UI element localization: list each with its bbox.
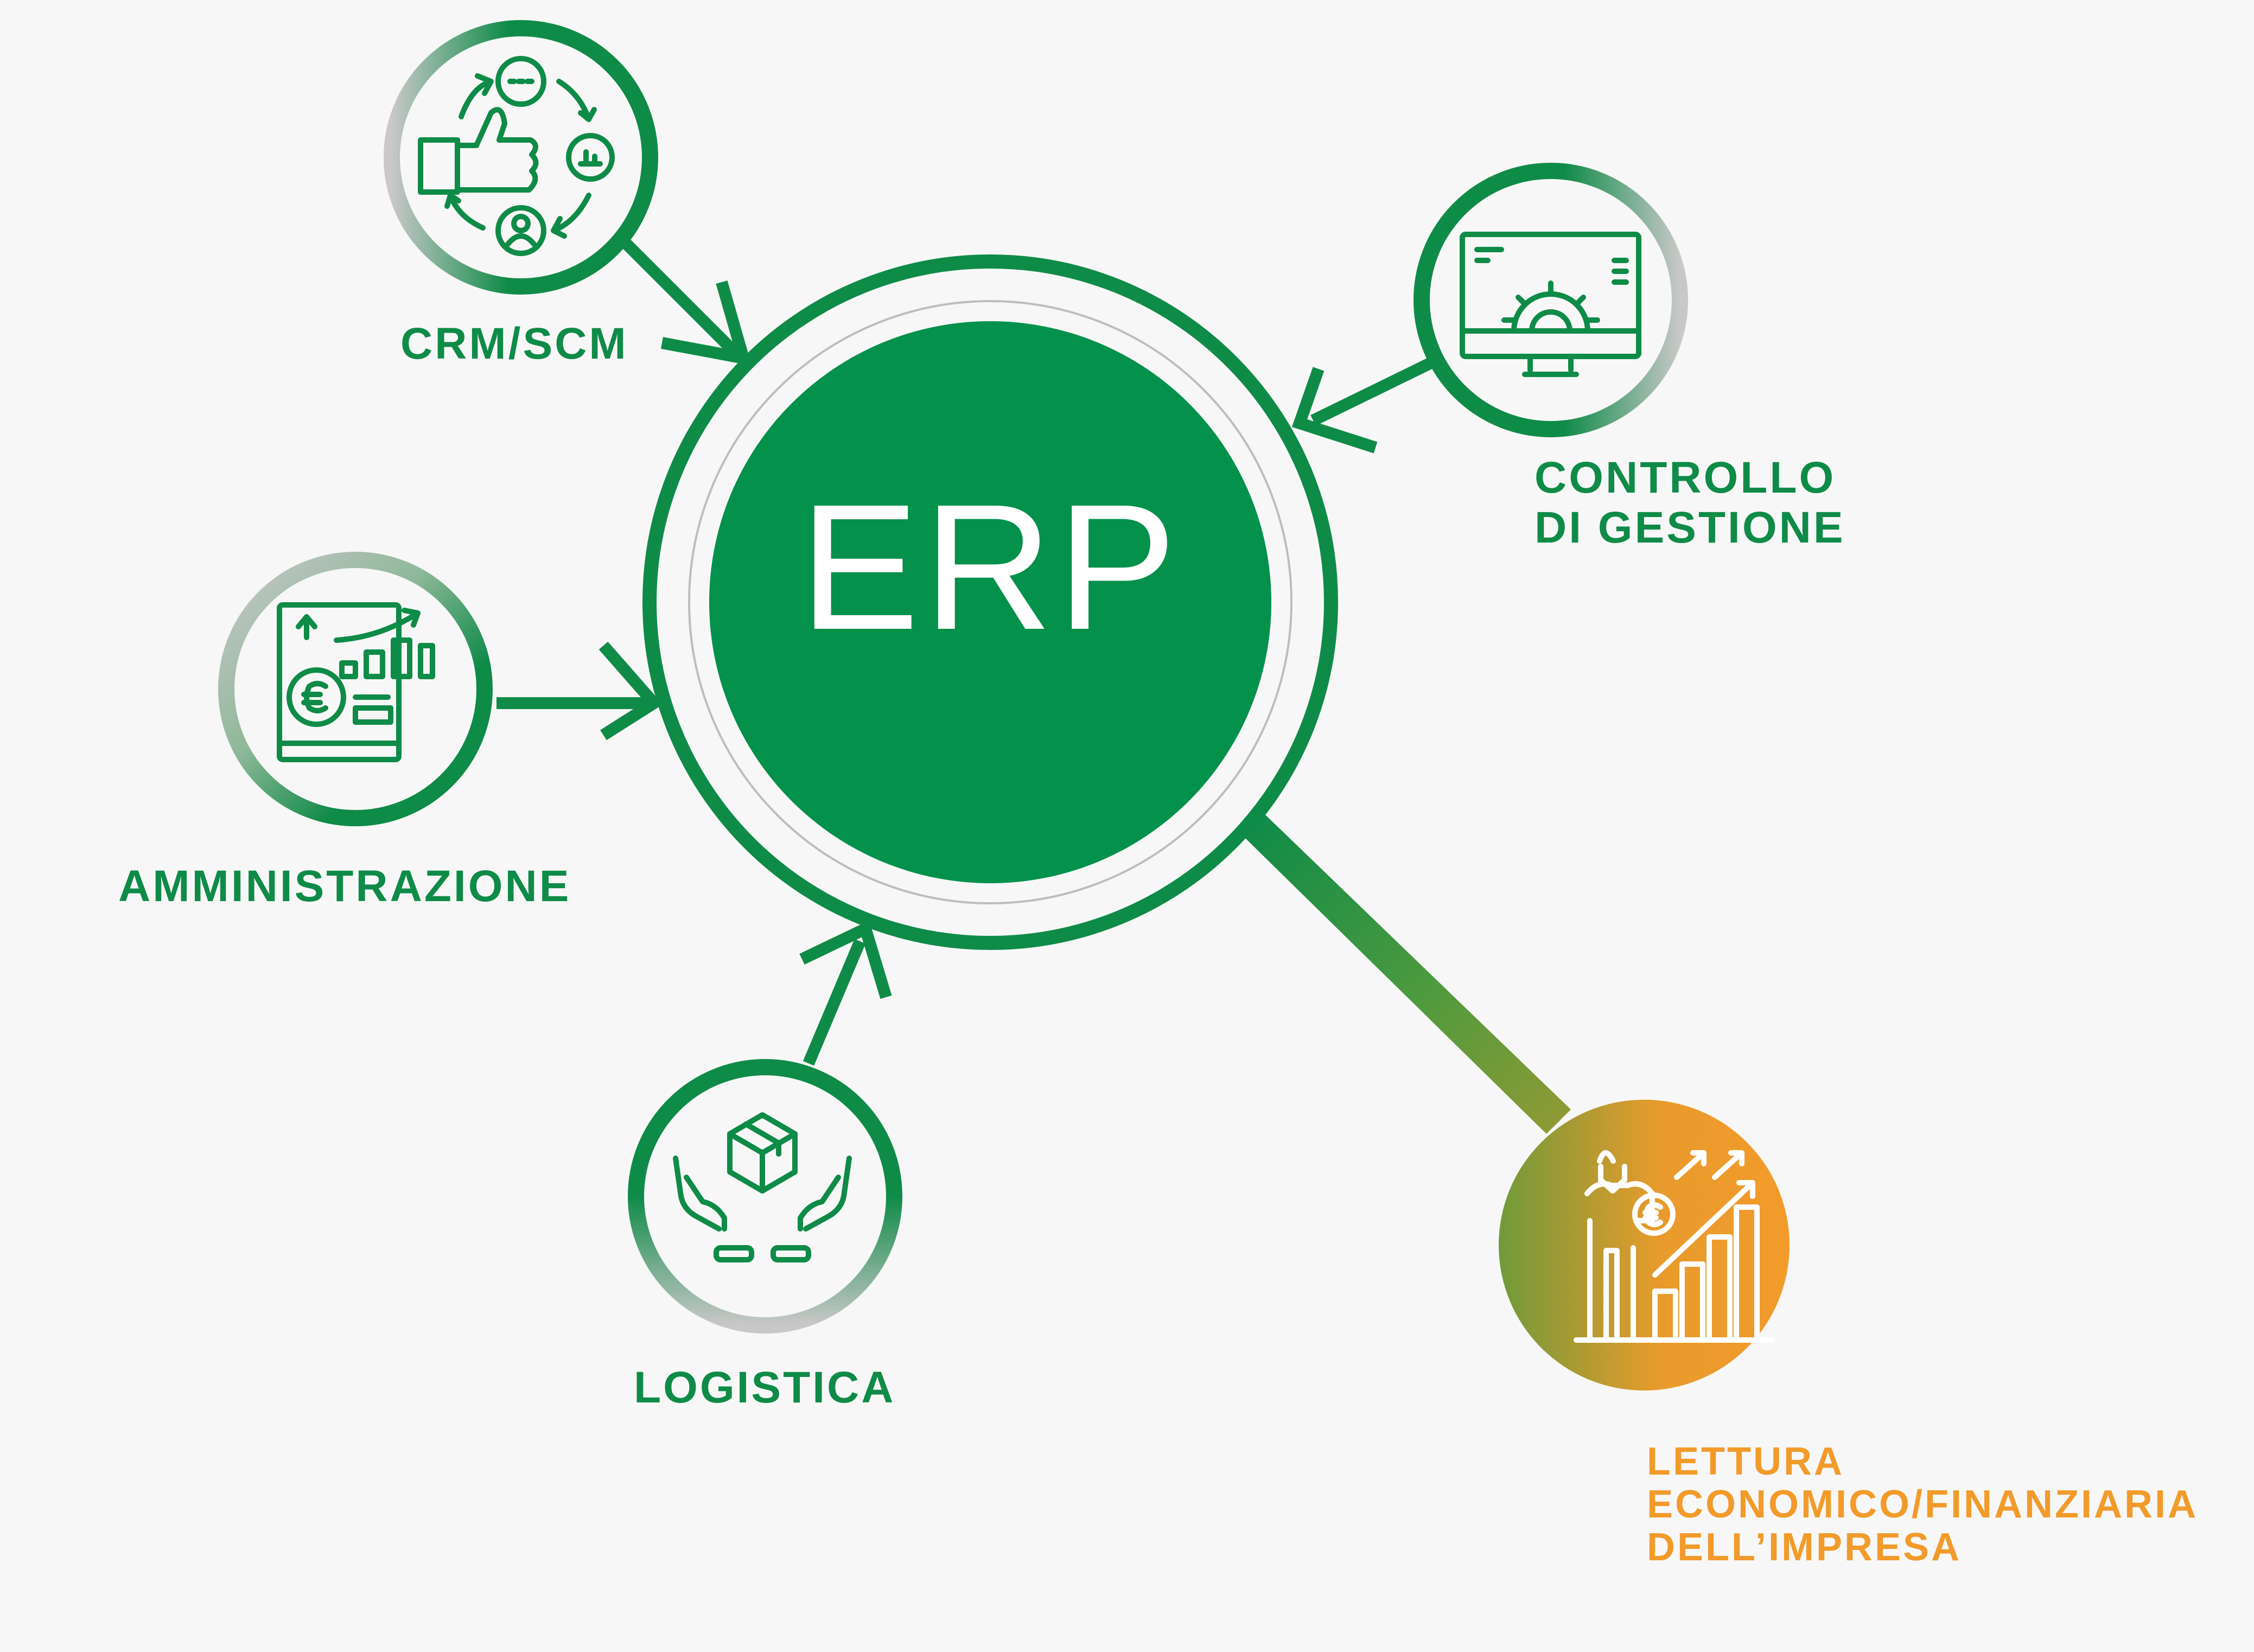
node-lettura (1499, 1100, 1790, 1391)
label-lettura: LETTURA ECONOMICO/FINANZIARIA DELL’IMPRE… (1647, 1440, 2198, 1570)
connector-crm (620, 237, 752, 366)
label-logistica: LOGISTICA (634, 1363, 895, 1413)
label-amministrazione: AMMINISTRAZIONE (118, 862, 571, 911)
euro-report-chart-icon (277, 602, 435, 762)
hands-box-icon (673, 1112, 852, 1262)
label-line: CRM/SCM (400, 319, 628, 368)
label-line: DELL’IMPRESA (1647, 1526, 1962, 1570)
label-line: CONTROLLO (1534, 453, 1836, 502)
label-line: AMMINISTRAZIONE (118, 862, 571, 911)
label-line: LOGISTICA (634, 1363, 896, 1412)
connector-logistica (799, 920, 892, 1066)
node-amministrazione (218, 552, 493, 826)
node-logistica (628, 1059, 902, 1334)
label-line: LETTURA (1647, 1440, 1844, 1483)
label-line: DI GESTIONE (1534, 502, 1845, 552)
erp-hub (642, 254, 1338, 950)
monitor-gear-icon (1460, 232, 1641, 377)
thumbs-up-cycle-icon (418, 56, 615, 256)
businessman-growth-chart-icon (1574, 1150, 1774, 1343)
connector-lettura (1243, 814, 1571, 1134)
erp-center-label: ERP (799, 467, 1181, 667)
label-crm: CRM/SCM (400, 319, 628, 369)
node-controllo (1413, 163, 1688, 437)
node-crm (384, 20, 658, 295)
connector-controllo (1291, 355, 1438, 454)
connector-amministrazione (496, 641, 663, 741)
label-controllo: CONTROLLO DI GESTIONE (1534, 453, 1845, 553)
label-line: ECONOMICO/FINANZIARIA (1647, 1483, 2198, 1527)
